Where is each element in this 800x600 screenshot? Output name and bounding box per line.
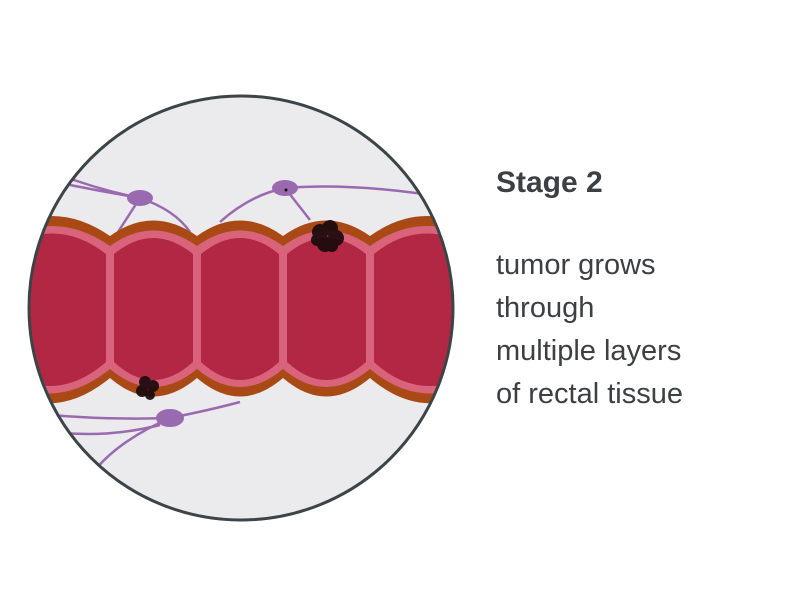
tumor-upper <box>311 220 344 252</box>
lymph-node <box>156 409 184 427</box>
stage-title: Stage 2 <box>496 166 603 199</box>
cancer-cell-dot <box>284 188 288 192</box>
description-line: of rectal tissue <box>496 378 683 410</box>
description-line: tumor grows <box>496 249 656 281</box>
tumor-lower <box>136 376 159 400</box>
lymph-node <box>127 190 153 206</box>
magnifier-circle-border <box>27 94 455 522</box>
stage-description: tumor grows through multiple layers of r… <box>496 244 796 416</box>
lymph-node <box>272 180 298 196</box>
description-line: through <box>496 292 595 324</box>
rectal-lumen-segments <box>29 233 453 386</box>
description-line: multiple layers <box>496 335 682 367</box>
